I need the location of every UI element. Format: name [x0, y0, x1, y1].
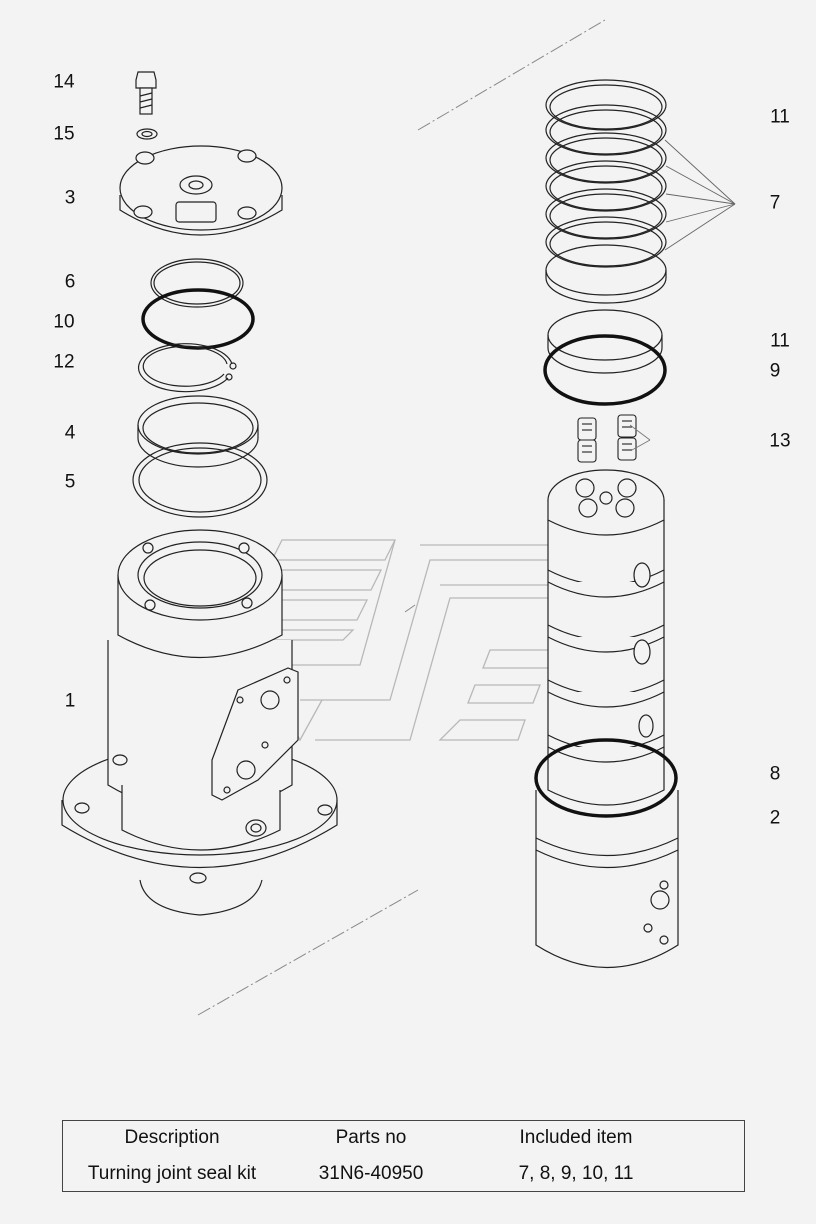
part-12-snap-ring [137, 343, 237, 393]
seal-kit-table: Description Parts no Included item Turni… [62, 1120, 745, 1192]
part-14-bolt [135, 71, 157, 115]
callout-4: 4 [64, 422, 76, 444]
leader-lines-7 [664, 139, 736, 251]
part-15-washer [136, 128, 158, 140]
part-13-plugs [577, 414, 637, 463]
cell-parts-no: 31N6-40950 [318, 1163, 424, 1184]
callout-9: 9 [769, 360, 781, 382]
part-2-spindle [535, 469, 679, 968]
part-8-oring [534, 738, 678, 818]
callout-8: 8 [769, 763, 781, 785]
part-1-housing [61, 529, 338, 916]
callout-1: 1 [64, 690, 76, 712]
part-5-ring [132, 442, 268, 518]
callout-14: 14 [53, 71, 75, 93]
exploded-parts-drawing [61, 19, 736, 1016]
callout-13: 13 [769, 430, 791, 452]
construction-lines [197, 19, 606, 1016]
leader-lines-13 [629, 424, 651, 451]
table-row: Turning joint seal kit 31N6-40950 7, 8, … [63, 1157, 744, 1193]
header-description: Description [124, 1127, 220, 1148]
part-6-ring [150, 258, 244, 308]
callout-11-lower: 11 [770, 330, 790, 352]
header-parts-no: Parts no [335, 1127, 407, 1148]
part-11-ring [547, 309, 663, 374]
callout-15: 15 [53, 123, 75, 145]
callout-6: 6 [64, 271, 76, 293]
part-9-oring [543, 334, 667, 406]
callout-5: 5 [64, 471, 76, 493]
part-3-cover [119, 145, 283, 236]
callout-12: 12 [53, 351, 75, 373]
callout-10: 10 [53, 311, 75, 333]
callout-11-top: 11 [770, 106, 790, 128]
header-included-item: Included item [519, 1127, 633, 1148]
cell-included-item: 7, 8, 9, 10, 11 [518, 1163, 634, 1184]
callout-2: 2 [769, 807, 781, 829]
part-10-oring [141, 288, 255, 350]
table-header-row: Description Parts no Included item [63, 1121, 744, 1157]
callout-3: 3 [64, 187, 76, 209]
cell-description: Turning joint seal kit [87, 1163, 257, 1184]
part-4-ring [137, 395, 259, 468]
part-11-7-seal-stack [545, 79, 667, 304]
callout-7: 7 [769, 192, 781, 214]
